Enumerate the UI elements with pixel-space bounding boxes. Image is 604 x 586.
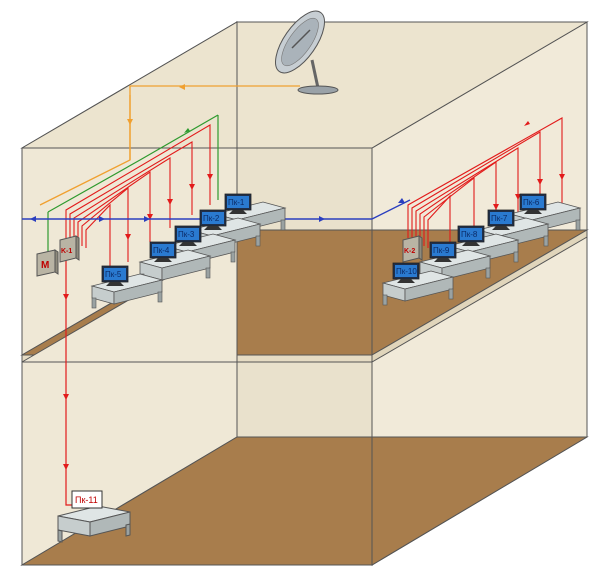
satellite-dish-icon xyxy=(275,10,339,95)
pc11-label: Пк-11 xyxy=(75,495,98,505)
cable-red-upper-left xyxy=(65,124,213,275)
workstations: Пк-1Пк-2Пк-3Пк-4Пк-5 Пк-6Пк-7Пк-8Пк-9Пк-1… xyxy=(90,193,582,309)
workstation-10: Пк-10 xyxy=(381,262,455,306)
pc-label: Пк-5 xyxy=(105,270,122,279)
pc-label: Пк-8 xyxy=(461,230,478,239)
modem-label: M xyxy=(41,260,49,271)
pc-label: Пк-2 xyxy=(203,214,220,223)
workstation-5: Пк-5 xyxy=(90,265,164,309)
cable-blue-backbone xyxy=(22,198,411,222)
modem-box: M xyxy=(36,249,59,277)
pc-label: Пк-10 xyxy=(396,267,417,276)
switch-left-box: K-1 xyxy=(59,235,80,263)
switch-left-label: K-1 xyxy=(61,248,72,255)
cable-satellite xyxy=(39,84,300,206)
pc-label: Пк-9 xyxy=(433,246,450,255)
switch-right-box: K-2 xyxy=(402,235,423,263)
pc-label: Пк-7 xyxy=(491,214,508,223)
pc-label: Пк-1 xyxy=(228,198,245,207)
pc-label: Пк-4 xyxy=(153,246,170,255)
pc11-monitor xyxy=(71,490,103,509)
pc-label: Пк-6 xyxy=(523,198,540,207)
pc-label: Пк-3 xyxy=(178,230,195,239)
cable-red-upper-right xyxy=(407,117,565,282)
front-frame xyxy=(21,147,373,566)
switch-right-label: K-2 xyxy=(404,248,415,255)
workstation-pc11: Пк-11 xyxy=(57,490,131,543)
